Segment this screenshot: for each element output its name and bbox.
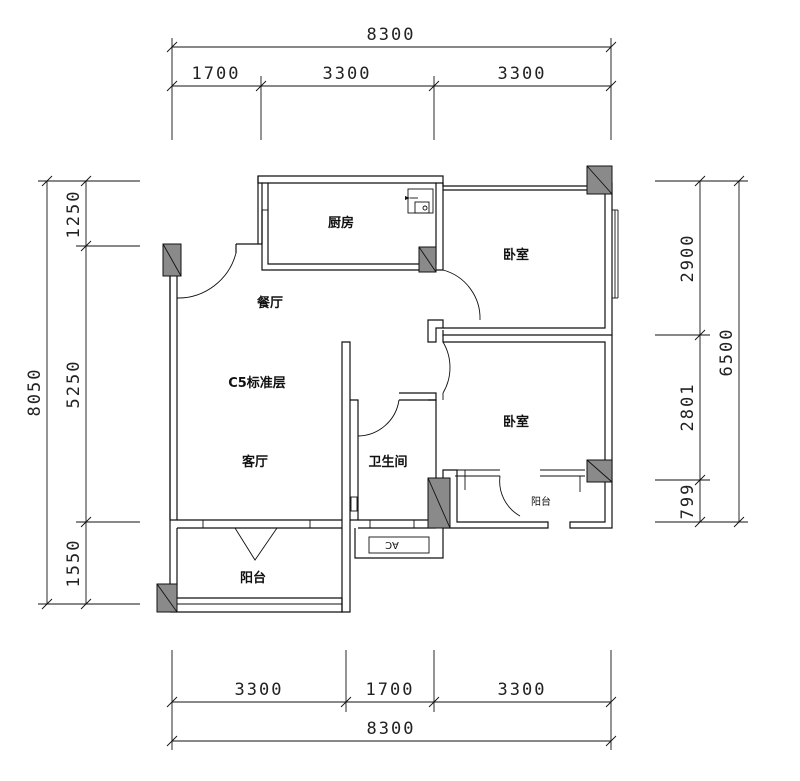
- balcony-label: 阳台: [240, 570, 266, 586]
- right-dimensions: 2900 2801 799 6500: [655, 175, 748, 528]
- right-dimension-1: 2900: [678, 234, 698, 283]
- kitchen-label: 厨房: [328, 215, 354, 231]
- left-dimension-2: 5250: [64, 360, 84, 409]
- left-dimensions: 8050 1250 5250 1550: [25, 175, 140, 610]
- top-dimension-1: 1700: [192, 64, 241, 84]
- structural-columns: [156, 165, 613, 613]
- bathroom-label: 卫生间: [368, 454, 407, 470]
- bottom-dimension-2: 1700: [366, 680, 415, 700]
- bottom-dimension-1: 3300: [235, 680, 284, 700]
- bottom-dimensions: 3300 1700 3300 8300: [166, 650, 617, 750]
- floor-title: C5标准层: [228, 375, 286, 391]
- doors: [176, 252, 521, 561]
- top-total-dimension: 8300: [367, 25, 416, 45]
- dining-label: 餐厅: [256, 295, 283, 311]
- small-balcony-label: 阳台: [531, 495, 551, 508]
- kitchen-fixtures: [405, 188, 434, 214]
- right-dimension-3: 799: [678, 483, 698, 520]
- ac-unit-label: AC: [385, 539, 399, 550]
- right-total-dimension: 6500: [717, 328, 737, 377]
- top-dimension-2: 3300: [323, 64, 372, 84]
- right-dimension-2: 2801: [678, 383, 698, 432]
- left-dimension-1: 1250: [64, 190, 84, 239]
- left-total-dimension: 8050: [25, 368, 45, 417]
- living-room-label: 客厅: [242, 454, 268, 470]
- top-dimension-3: 3300: [498, 64, 547, 84]
- room-labels: 厨房 卧室 餐厅 C5标准层 客厅 卧室 卫生间 阳台 阳台 AC: [228, 215, 551, 586]
- left-dimension-3: 1550: [64, 539, 84, 588]
- bedroom-1-label: 卧室: [503, 247, 529, 263]
- bottom-dimension-3: 3300: [498, 680, 547, 700]
- bottom-total-dimension: 8300: [367, 719, 416, 739]
- bedroom-2-label: 卧室: [503, 414, 529, 430]
- top-dimensions: 8300 1700 3300 3300: [166, 25, 617, 140]
